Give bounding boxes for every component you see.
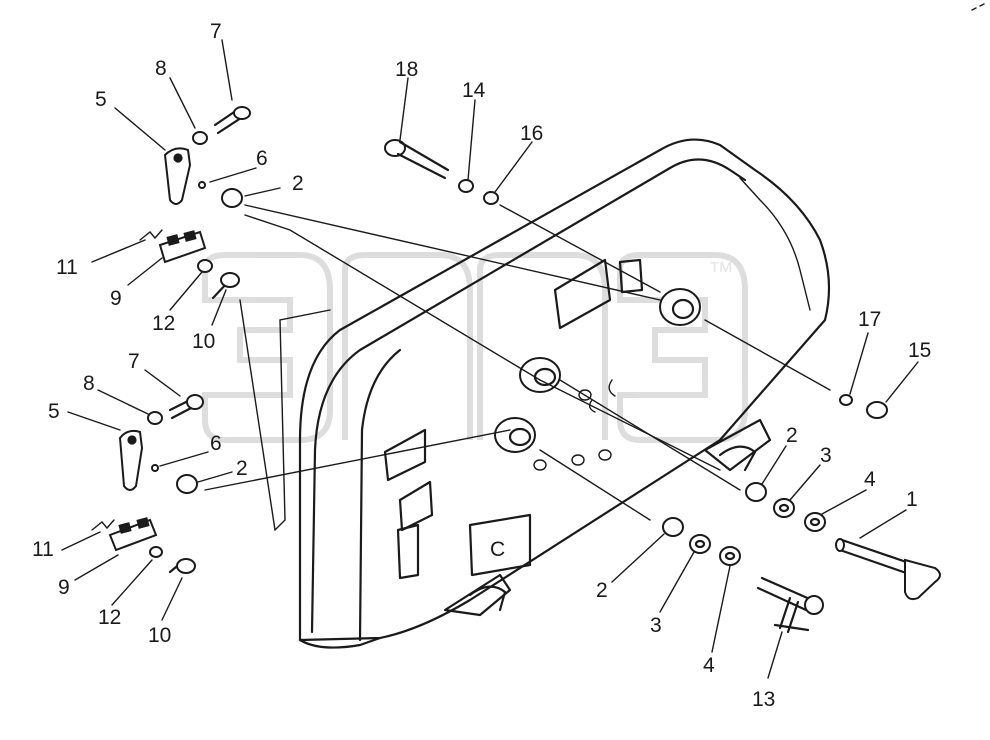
- bushing-2-top: [221, 188, 243, 208]
- callout-18: 18: [395, 58, 418, 81]
- nut-12-mid: [149, 546, 163, 558]
- callout-6-top: 6: [256, 147, 268, 170]
- callout-7-mid: 7: [128, 350, 140, 373]
- washer-8-mid: [147, 411, 163, 425]
- callout-4-lower: 4: [703, 654, 715, 677]
- lockplate-9-mid: [108, 517, 158, 552]
- plug-15: [866, 401, 888, 419]
- bushing-2-mid: [176, 474, 198, 494]
- bushing-2-right: [745, 482, 767, 502]
- pin-6-top: [198, 181, 206, 189]
- callout-6-mid: 6: [210, 432, 222, 455]
- spring-11-mid: [91, 519, 115, 531]
- callout-16: 16: [520, 122, 543, 145]
- seal-3-right: [773, 498, 795, 518]
- pin-6-mid: [151, 464, 159, 472]
- seal-3-lower: [689, 534, 711, 554]
- callout-2-right: 2: [786, 424, 798, 447]
- bolt-10-mid: [168, 558, 196, 574]
- callout-4-right: 4: [864, 468, 876, 491]
- washer-4-right: [804, 512, 826, 532]
- callout-1: 1: [906, 488, 918, 511]
- assembly-axes: [204, 204, 831, 521]
- washer-4-lower: [719, 546, 741, 566]
- lockplate-9-top: [158, 230, 207, 264]
- bolt-7-top: [213, 106, 251, 135]
- bracket-5-top: [163, 147, 192, 205]
- callout-9-top: 9: [110, 287, 122, 310]
- callout-12-top: 12: [152, 312, 175, 335]
- callout-8-top: 8: [155, 57, 167, 80]
- callout-12-mid: 12: [98, 606, 121, 629]
- nut-12-top: [197, 259, 213, 273]
- callout-10-top: 10: [192, 330, 215, 353]
- callout-2-mid: 2: [236, 457, 248, 480]
- callout-3-right: 3: [820, 444, 832, 467]
- svg-text:C: C: [490, 538, 505, 561]
- callout-9-mid: 9: [58, 576, 70, 599]
- tank-housing: C: [239, 138, 831, 649]
- callout-2-top: 2: [292, 172, 304, 195]
- callout-2-lower: 2: [596, 579, 608, 602]
- bolt-7-mid: [168, 394, 204, 420]
- oring-17: [839, 394, 853, 406]
- washer-8-top: [192, 131, 208, 145]
- stray-mark: [971, 3, 985, 11]
- callout-11-mid: 11: [32, 538, 54, 561]
- callout-11-top: 11: [56, 256, 78, 279]
- callout-5-top: 5: [95, 88, 107, 111]
- bracket-5-mid: [118, 429, 144, 491]
- callout-10-mid: 10: [148, 624, 171, 647]
- parts: [91, 106, 941, 634]
- spring-11-top: [139, 229, 163, 241]
- lever-13: [756, 576, 824, 634]
- callout-17: 17: [858, 308, 881, 331]
- callout-3-lower: 3: [650, 614, 662, 637]
- washer-14: [458, 179, 474, 193]
- callout-7-top: 7: [210, 20, 222, 43]
- callout-5-mid: 5: [48, 400, 60, 423]
- watermark-logo: ™: [202, 252, 748, 443]
- trademark-symbol: ™: [708, 256, 734, 286]
- bolt-10-top: [211, 272, 240, 300]
- callout-13: 13: [752, 688, 775, 711]
- bolt-18: [384, 139, 450, 180]
- callout-14: 14: [462, 79, 486, 102]
- callouts: 7 8 5 6 2 11 9 12 10 18 14 16 17 15 7 8 …: [32, 20, 931, 711]
- callout-8-mid: 8: [83, 372, 95, 395]
- bushing-2-lower: [662, 517, 684, 537]
- lever-shaft-1: [835, 538, 941, 601]
- leader-lines: [61, 39, 919, 679]
- callout-15: 15: [908, 339, 931, 362]
- washer-16: [483, 191, 499, 205]
